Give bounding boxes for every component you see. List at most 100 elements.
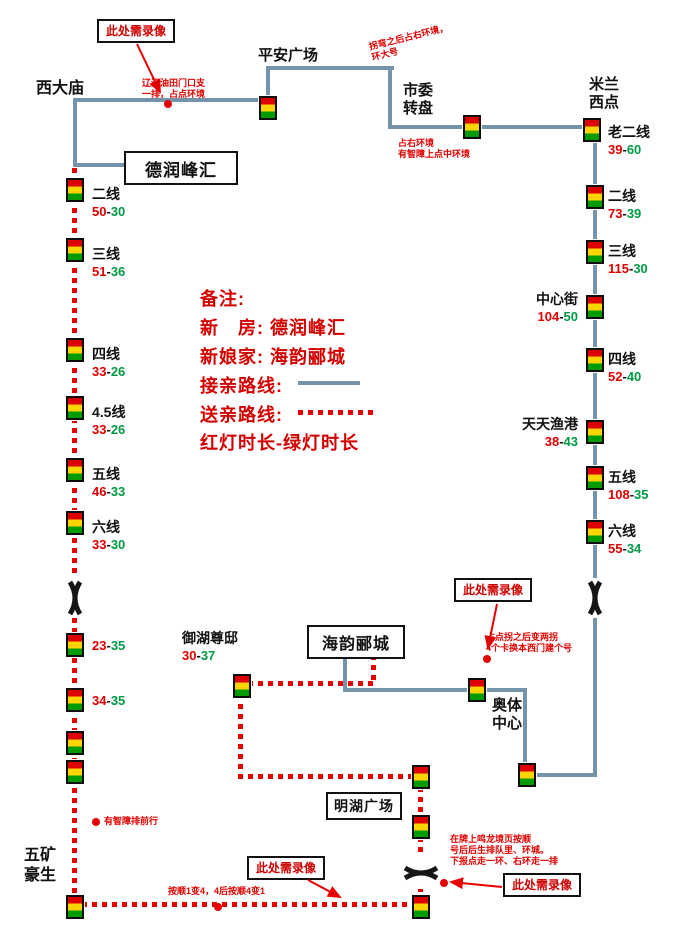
label-box-minghu-guangchang: 明湖广场 (326, 792, 402, 820)
label-xidamiao: 西大庙 (36, 80, 85, 97)
route-point-dot (483, 655, 491, 663)
traffic-light-icon (66, 511, 84, 535)
street-name: 天天渔港 (522, 416, 578, 432)
callout-record-here-4: 此处需录像 (503, 873, 582, 897)
callout-arrow (307, 879, 342, 898)
station-label: 4.5线 33-26 (92, 404, 125, 438)
route-pickup-segment (266, 66, 270, 102)
legend-title: 备注: (200, 289, 245, 309)
traffic-light-icon (66, 760, 84, 784)
traffic-light-icon (586, 466, 604, 490)
annotation-note: 拐弯之后占右环境， 环大号 (368, 22, 450, 63)
signal-timing: 34-35 (92, 693, 126, 708)
route-point-dot (164, 100, 172, 108)
label-milan-xidian: 米兰 西点 (589, 76, 620, 111)
annotation-note: 有智障排前行 (104, 816, 159, 826)
route-point-dot (214, 903, 222, 911)
traffic-light-icon (412, 815, 430, 839)
signal-timing: 33-30 (92, 537, 126, 552)
traffic-light-icon (583, 118, 601, 142)
signal-timing: 55-34 (608, 541, 642, 556)
traffic-light-icon (468, 678, 486, 702)
traffic-light-icon (66, 633, 84, 657)
annotation-note: 在牌上鸣龙境页按顺 号后后生排队里、环城。 下报点走一环、右环走一排 (450, 834, 559, 866)
legend-sendoff-line-sample (298, 410, 378, 415)
traffic-light-icon (259, 96, 277, 120)
street-name: 六线 (92, 519, 120, 535)
callout-record-here-2: 此处需录像 (454, 578, 533, 602)
route-pickup-segment (343, 657, 347, 692)
route-sendoff-segment (238, 684, 243, 777)
traffic-light-icon (66, 178, 84, 202)
traffic-light-icon (66, 458, 84, 482)
traffic-light-icon (586, 185, 604, 209)
label-box-haiyun-licheng: 海韵郦城 (307, 625, 405, 659)
traffic-light-icon (66, 396, 84, 420)
traffic-light-icon (586, 295, 604, 319)
route-pickup-segment (388, 66, 392, 129)
signal-timing: 46-33 (92, 484, 126, 499)
route-sendoff-segment (72, 902, 424, 907)
callout-arrow (449, 877, 503, 890)
traffic-light-icon (66, 688, 84, 712)
traffic-light-icon (586, 420, 604, 444)
signal-timing: 73-39 (608, 206, 642, 221)
street-name: 三线 (92, 246, 120, 262)
route-pickup-segment (523, 773, 597, 777)
label-aoti-zhongxin: 奥体 中心 (492, 697, 523, 732)
label-wukuang-haosheng: 五矿 豪生 (24, 847, 57, 884)
street-name: 五线 (608, 469, 636, 485)
station-label: 23-35 (92, 637, 125, 654)
traffic-light-icon (518, 763, 536, 787)
traffic-light-icon (586, 348, 604, 372)
route-point-dot (440, 879, 448, 887)
street-name: 御湖尊邸 (182, 630, 238, 646)
traffic-light-icon (66, 338, 84, 362)
legend-pickup-line-sample (298, 381, 360, 385)
route-pickup-segment (266, 66, 394, 70)
street-name: 三线 (608, 243, 636, 259)
traffic-light-icon (66, 731, 84, 755)
callout-record-here-3: 此处需录像 (247, 856, 326, 880)
street-name: 六线 (608, 523, 636, 539)
road-break-icon (59, 578, 91, 618)
street-name: 4.5线 (92, 404, 126, 420)
legend-bride-home: 新娘家: 海韵郦城 (200, 347, 346, 367)
route-point-dot (92, 818, 100, 826)
route-pickup-segment (343, 688, 527, 692)
route-sendoff-segment (238, 681, 376, 686)
route-sendoff-segment (371, 655, 376, 683)
route-pickup-segment (523, 688, 527, 777)
annotation-note: 占右环境 有智障上点中环境 (398, 138, 471, 159)
callout-record-here-1: 此处需录像 (97, 19, 176, 43)
label-shiwei-zhuanpan: 市委 转盘 (403, 82, 434, 117)
station-label: 御湖尊邸 30-37 (182, 630, 238, 664)
annotation-note: 辽河油田门口支 一排，占点环境 (142, 78, 206, 99)
street-name: 中心街 (536, 291, 578, 307)
station-label: 六线 33-30 (92, 519, 125, 553)
station-label: 34-35 (92, 692, 125, 709)
signal-timing: 50-30 (92, 204, 126, 219)
route-pickup-segment (73, 100, 77, 167)
traffic-light-icon (233, 674, 251, 698)
signal-timing: 30-37 (182, 648, 216, 663)
label-pingan-guangchang: 平安广场 (258, 47, 319, 64)
route-pickup-segment (73, 163, 128, 167)
signal-timing: 33-26 (92, 422, 126, 437)
street-name: 四线 (608, 351, 636, 367)
traffic-light-icon (412, 895, 430, 919)
station-label: 六线 55-34 (608, 523, 641, 557)
annotation-note: 占点拐之后变两拐 4个卡换本西门建个号 (486, 632, 573, 653)
annotation-note: 按顺1变4，4后按顺4变1 (168, 886, 266, 896)
